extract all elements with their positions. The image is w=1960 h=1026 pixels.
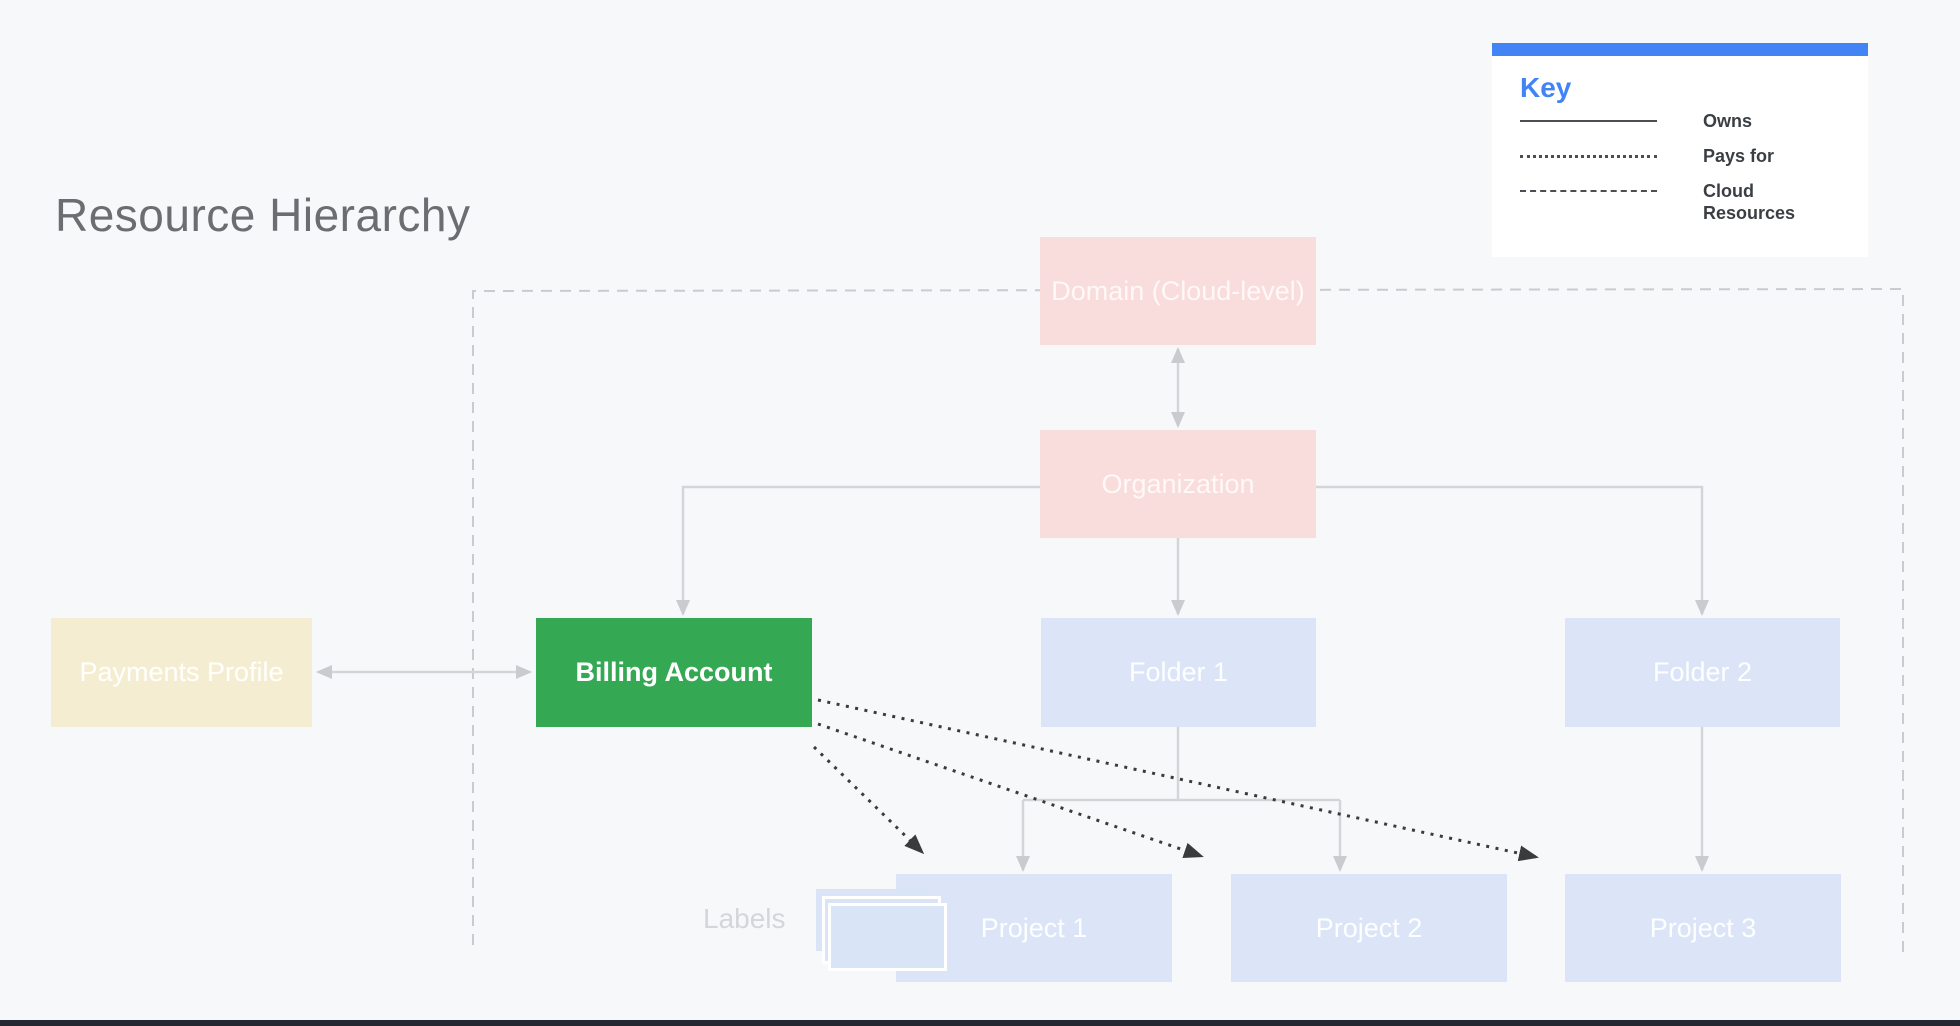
- labels-caption: Labels: [703, 903, 786, 934]
- bottom-edge-bar: [0, 1020, 1960, 1026]
- node-domain-label: Domain (Cloud-level): [1051, 275, 1305, 306]
- node-folder-1: Folder 1: [1041, 618, 1316, 727]
- legend-body: Key Owns Pays for Cloud Resources: [1492, 56, 1868, 257]
- edge-organization-billing: [676, 485, 1041, 616]
- label-card-front-icon: [828, 903, 947, 971]
- page-title: Resource Hierarchy: [55, 189, 471, 241]
- node-folder1-label: Folder 1: [1128, 657, 1229, 687]
- legend-label-owns: Owns: [1703, 111, 1753, 131]
- legend-label-paysfor: Pays for: [1703, 146, 1775, 166]
- legend-label-cloudresources: Cloud Resources: [1703, 181, 1796, 223]
- legend: Key Owns Pays for Cloud Resources: [1492, 43, 1868, 257]
- node-project2-label: Project 2: [1315, 912, 1423, 943]
- labels-stack-icon: [816, 889, 947, 971]
- node-organization-label: Organization: [1101, 468, 1255, 499]
- legend-row-owns: Owns: [1520, 110, 1868, 132]
- dotted-line-sample-icon: [1520, 155, 1657, 158]
- node-project-3: Project 3: [1565, 874, 1841, 982]
- legend-accent-bar: [1492, 43, 1868, 56]
- solid-line-sample-icon: [1520, 120, 1657, 122]
- node-organization: Organization: [1040, 430, 1316, 538]
- node-project3-label: Project 3: [1649, 912, 1757, 943]
- node-project-2: Project 2: [1231, 874, 1507, 982]
- legend-row-paysfor: Pays for: [1520, 145, 1868, 167]
- dashed-line-sample-icon: [1520, 190, 1657, 192]
- legend-title: Key: [1520, 72, 1572, 103]
- node-payments-profile: Payments Profile: [51, 618, 312, 727]
- node-payments-label: Payments Profile: [79, 657, 284, 687]
- legend-row-cloudresources: Cloud Resources: [1520, 180, 1868, 224]
- node-billing-label: Billing Account: [575, 657, 773, 687]
- edge-organization-folder2: [1316, 485, 1709, 616]
- node-billing-account: Billing Account: [536, 618, 812, 727]
- node-domain: Domain (Cloud-level): [1040, 237, 1316, 345]
- node-folder2-label: Folder 2: [1652, 657, 1753, 687]
- node-project1-label: Project 1: [980, 912, 1088, 943]
- node-folder-2: Folder 2: [1565, 618, 1840, 727]
